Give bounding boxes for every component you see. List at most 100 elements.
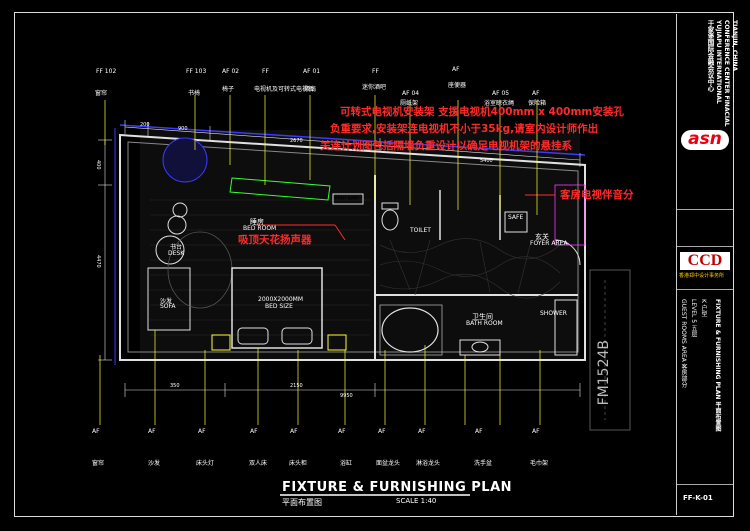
tag-code: FF 102 xyxy=(96,68,117,75)
washbasin xyxy=(471,341,489,353)
tag-label: 窗帘 xyxy=(92,460,105,467)
drawing-scale: SCALE 1:40 xyxy=(396,497,437,505)
title-block: 于家堡国际金融会议中心 YUJIAPU INTERNATIONAL CONFER… xyxy=(676,14,738,515)
bath-speaker-note: 客房电视伴音分 xyxy=(560,189,634,201)
tag-code: FF 103 xyxy=(186,68,207,75)
tv-mount-note-line1: 可转式电视机安装架 支援电视机400mm x 400mm安装孔 xyxy=(340,106,624,118)
shower-stall xyxy=(554,299,578,356)
bathroom-label-en: BATH ROOM xyxy=(466,320,503,327)
sofa xyxy=(147,267,191,331)
dim-2150: 2150 xyxy=(290,383,303,389)
corridor xyxy=(589,269,631,431)
ceiling-speaker-note: 吸顶天花扬声器 xyxy=(238,234,312,246)
dim-400: 400 xyxy=(95,160,101,170)
drawing-subtitle: 平面布置图 xyxy=(282,498,322,507)
corridor-tag: FM1524B xyxy=(596,340,612,406)
tag-code: AF xyxy=(148,428,156,435)
carpet-hatch xyxy=(150,199,370,336)
lounge-chair xyxy=(155,235,185,265)
tag-code: AF 01 xyxy=(303,68,321,75)
dim-2670: 2670 xyxy=(290,138,303,144)
drawing-title: FIXTURE & FURNISHING PLAN xyxy=(282,480,513,495)
toilet-fixture xyxy=(381,209,399,231)
mini-bar-label: MINI BAR xyxy=(335,196,358,202)
tag-label: 窗帘 xyxy=(95,90,108,97)
desk-label-cn: 书台 xyxy=(170,244,183,251)
left-dimensions xyxy=(98,139,112,361)
bathtub-frame xyxy=(379,304,443,356)
ccd-logo: CCD xyxy=(680,252,730,270)
toilet-label: TOILET xyxy=(410,227,431,234)
sheet-number: FF-K-01 xyxy=(683,494,713,502)
desk-chair xyxy=(172,202,188,218)
safe-label: SAFE xyxy=(508,214,524,221)
tag-label: 浴缸 xyxy=(340,460,353,467)
safe-box xyxy=(504,211,528,233)
bottom-dimensions xyxy=(124,383,581,397)
tag-code: AF xyxy=(92,428,100,435)
bed-size-value: 2000X2000MM xyxy=(258,296,304,303)
entry-door-swing xyxy=(554,239,581,266)
top-dimensions xyxy=(124,120,581,167)
project-name-en-3: TIANJIN, CHINA xyxy=(731,20,738,72)
bedroom-label-en: BED ROOM xyxy=(243,225,277,232)
top-leaders xyxy=(104,95,538,215)
dim-5400: 5400 xyxy=(480,158,493,164)
bed-size-label: BED SIZE xyxy=(265,303,293,310)
dim-4470: 4470 xyxy=(95,255,101,268)
level-label: LEVEL 5 五层 xyxy=(690,299,697,338)
dim-200: 200 xyxy=(140,122,150,128)
tag-label: 风扇 xyxy=(304,86,317,93)
foyer-label-en: FOYER AREA xyxy=(530,240,568,247)
foyer-label-cn: 玄关 xyxy=(535,233,549,241)
vanity-counter xyxy=(459,339,501,356)
dim-350: 350 xyxy=(170,383,180,389)
room-type-label: K 户型 xyxy=(700,299,707,317)
drawing-name-label: FIXTURE & FURNISHING PLAN 平面布置图 xyxy=(714,299,721,432)
tag-label: 书椅 xyxy=(188,90,201,97)
tag-label: 保险箱 xyxy=(528,100,547,107)
shower-label: SHOWER xyxy=(540,310,567,317)
tag-label: 淋浴龙头 xyxy=(416,460,441,467)
tag-label: 毛巾架 xyxy=(530,460,549,467)
ccd-subtitle: 香港郑中设计事务所 xyxy=(679,273,725,279)
tv-console xyxy=(229,177,331,201)
tag-code: AF xyxy=(452,66,460,73)
asn-logo: asn xyxy=(681,129,729,150)
window-line xyxy=(119,124,586,156)
window-bay-circle xyxy=(162,137,208,183)
drawing-frame xyxy=(14,12,734,517)
wardrobe xyxy=(554,184,586,246)
tag-label: 迷你酒吧 xyxy=(362,84,387,91)
tag-label: 椅子 xyxy=(222,86,235,93)
inner-wall xyxy=(127,141,579,353)
tag-code: AF xyxy=(378,428,386,435)
tag-code: AF xyxy=(338,428,346,435)
tag-label: 电视机及可转式电视柜 xyxy=(254,86,315,93)
tag-label: 床头柜 xyxy=(289,460,308,467)
double-bed xyxy=(231,267,323,349)
tag-code: AF xyxy=(418,428,426,435)
tag-label: 浴室晾衣绳 xyxy=(484,100,515,107)
tag-label: 床头灯 xyxy=(196,460,215,467)
project-name-en-1: YUJIAPU INTERNATIONAL xyxy=(715,20,722,104)
nightstand-right xyxy=(327,334,347,351)
area-label: GUEST ROOMS AREA 客房部分 xyxy=(680,299,687,388)
tag-label: 洗手盆 xyxy=(474,460,493,467)
tag-label: 沙发 xyxy=(148,460,161,467)
speaker-leader-2 xyxy=(334,224,346,241)
tag-label: 双人床 xyxy=(249,460,268,467)
tv-mount-note-line3: 关连计划图包括隔墙负重设计以确足电视机架的悬挂系 xyxy=(320,140,572,152)
desk-label-en: DESK xyxy=(168,250,185,257)
toilet-tank xyxy=(381,202,399,210)
outer-wall xyxy=(119,133,586,361)
tag-code: AF xyxy=(198,428,206,435)
sofa-label-en: SOFA xyxy=(160,303,176,310)
tag-code: AF 04 xyxy=(402,90,420,97)
bathtub xyxy=(381,307,439,353)
foyer-marble xyxy=(379,238,561,299)
bottom-leaders xyxy=(99,330,541,425)
mini-bar xyxy=(332,193,364,205)
nightstand-left xyxy=(211,334,231,351)
